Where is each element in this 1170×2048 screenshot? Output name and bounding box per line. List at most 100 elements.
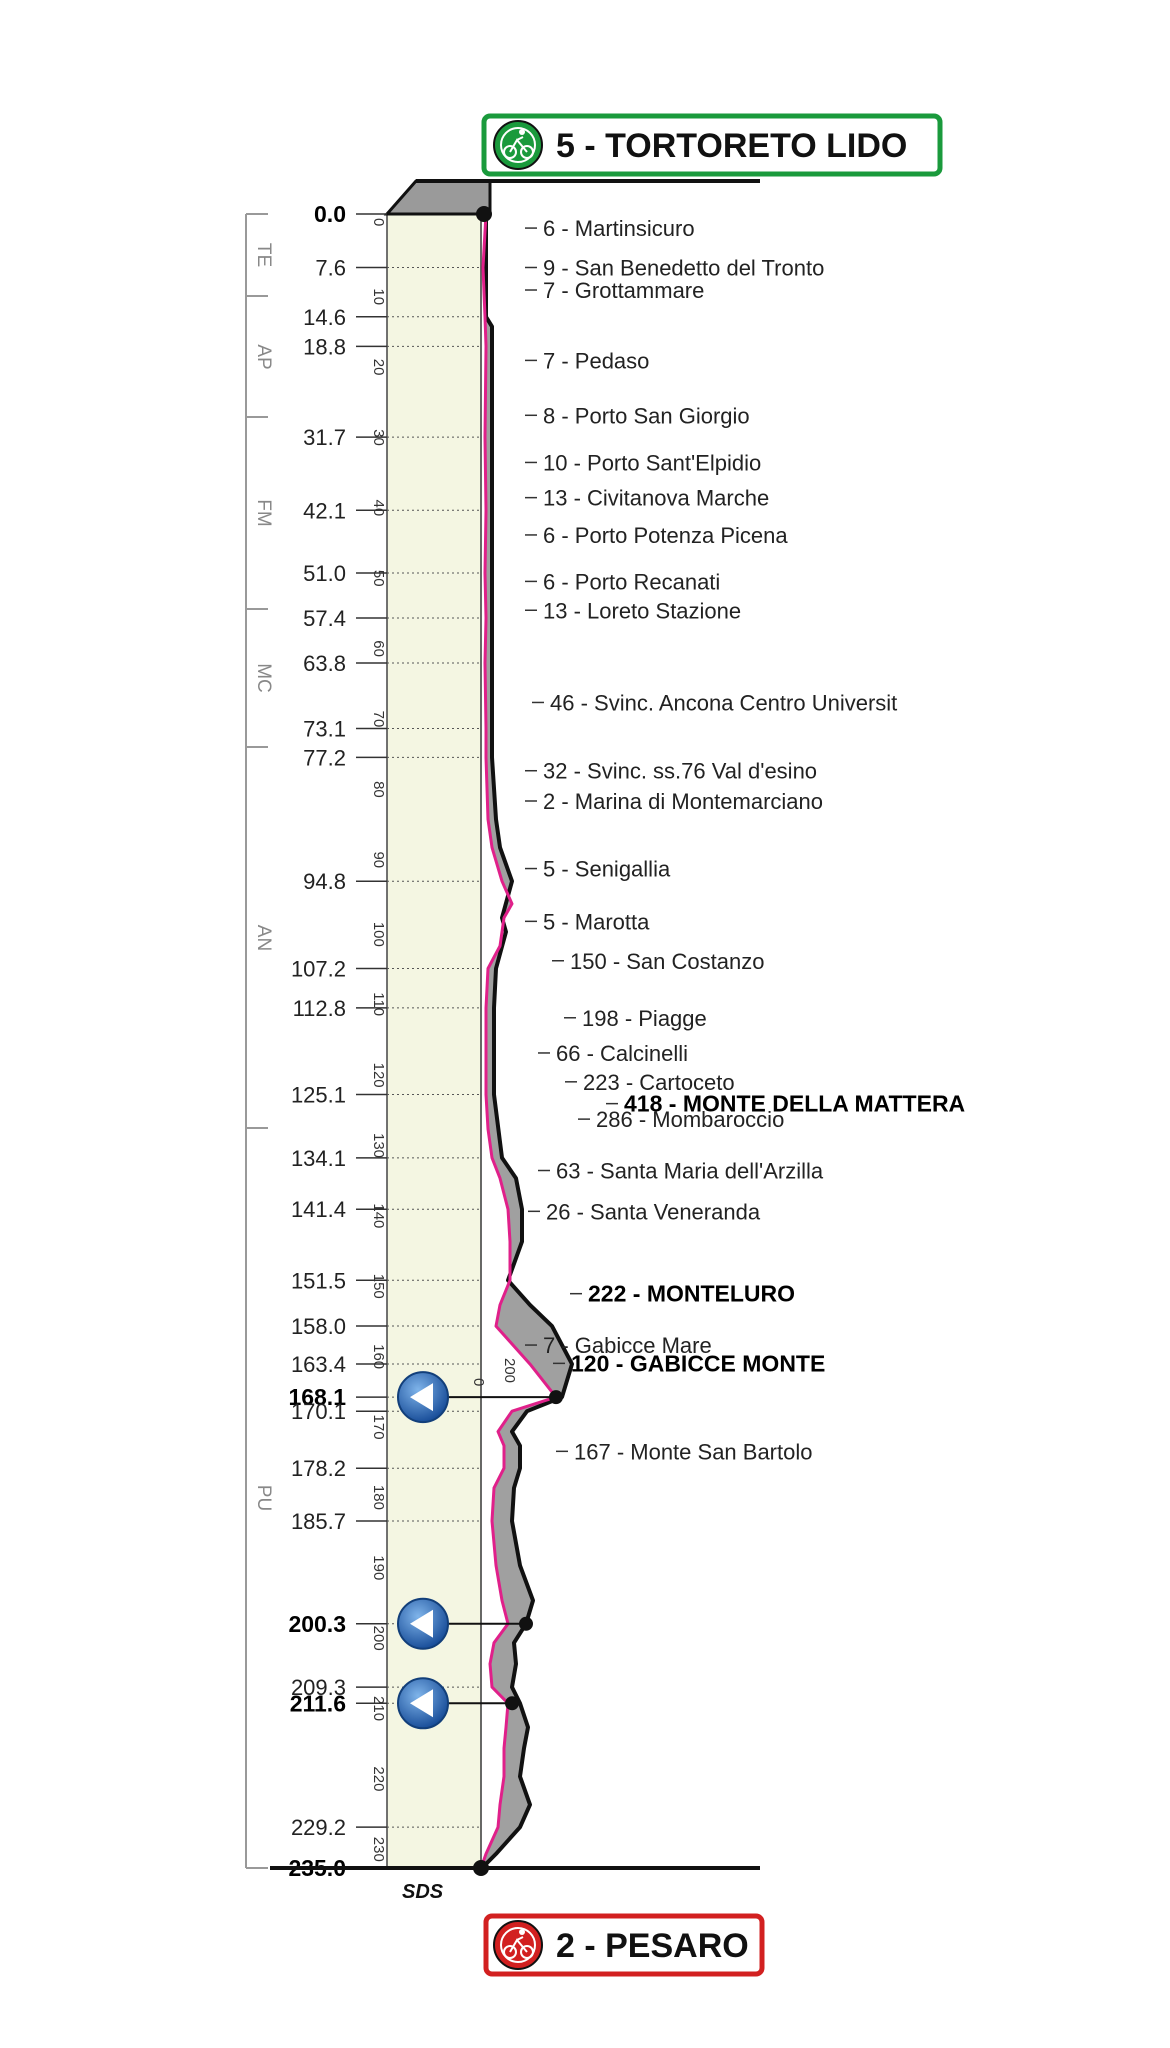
climb-marker-icon <box>397 1677 519 1730</box>
start-banner: 5 - TORTORETO LIDO <box>481 113 943 177</box>
climb-marker-icon <box>397 1597 533 1650</box>
credit-logo: SDS <box>402 1881 444 1903</box>
km-label: 200.3 <box>288 1611 346 1637</box>
km-label: 7.6 <box>315 255 346 280</box>
km-label: 107.2 <box>291 957 346 982</box>
start-point <box>476 206 492 222</box>
place-label: 223 - Cartoceto <box>583 1070 735 1095</box>
altitude-label-200: 200 <box>501 1358 518 1383</box>
distance-tick-label: 180 <box>370 1485 387 1510</box>
place-label: 7 - Gabicce Mare <box>543 1333 712 1358</box>
place-label: 8 - Porto San Giorgio <box>543 403 750 428</box>
distance-tick-label: 60 <box>370 640 387 657</box>
distance-tick-label: 110 <box>370 992 387 1016</box>
km-label: 229.2 <box>291 1815 346 1840</box>
km-label: 31.7 <box>303 425 346 450</box>
km-label: 151.5 <box>291 1268 346 1293</box>
distance-tick-label: 120 <box>370 1063 387 1088</box>
start-label: 5 - TORTORETO LIDO <box>556 127 907 165</box>
distance-tick-label: 80 <box>370 781 387 798</box>
place-label: 120 - GABICCE MONTE <box>571 1350 825 1376</box>
place-label: 13 - Loreto Stazione <box>543 598 741 623</box>
distance-tick-label: 140 <box>370 1203 387 1228</box>
province-label: PU <box>253 1485 274 1511</box>
place-label: 63 - Santa Maria dell'Arzilla <box>556 1159 824 1184</box>
place-label: 6 - Martinsicuro <box>543 216 695 241</box>
km-label: 178.2 <box>291 1456 346 1481</box>
km-label: 18.8 <box>303 334 346 359</box>
profile-top-edge <box>383 179 492 216</box>
altitude-label-0: 0 <box>470 1378 487 1386</box>
distance-tick-label: 210 <box>370 1696 387 1721</box>
km-label: 170.1 <box>291 1399 346 1424</box>
distance-tick-label: 50 <box>370 570 387 587</box>
place-label: 198 - Piagge <box>582 1006 707 1031</box>
place-label: 167 - Monte San Bartolo <box>574 1439 812 1464</box>
place-label: 66 - Calcinelli <box>556 1041 688 1066</box>
place-label: 150 - San Costanzo <box>570 949 764 974</box>
km-label: 163.4 <box>291 1352 346 1377</box>
place-label: 32 - Svinc. ss.76 Val d'esino <box>543 759 817 784</box>
distance-tick-label: 160 <box>370 1344 387 1369</box>
distance-tick-label: 130 <box>370 1133 387 1158</box>
km-label: 77.2 <box>303 745 346 770</box>
km-label: 211.6 <box>290 1690 346 1716</box>
place-label: 13 - Civitanova Marche <box>543 486 769 511</box>
finish-banner: 2 - PESARO <box>483 1913 765 1977</box>
distance-band <box>386 213 482 1869</box>
place-label: 26 - Santa Veneranda <box>546 1199 761 1224</box>
place-label: 7 - Grottammare <box>543 278 704 303</box>
place-label: 2 - Marina di Montemarciano <box>543 789 823 814</box>
place-label: 418 - MONTE DELLA MATTERA <box>624 1091 965 1117</box>
province-label: FM <box>253 499 274 526</box>
distance-tick-label: 200 <box>370 1626 387 1651</box>
km-label: 168.1 <box>288 1384 346 1410</box>
km-label: 51.0 <box>303 561 346 586</box>
km-label: 158.0 <box>291 1314 346 1339</box>
km-label: 14.6 <box>303 305 346 330</box>
km-label: 73.1 <box>303 716 346 741</box>
climb-marker-icon <box>397 1371 563 1424</box>
finish-label: 2 - PESARO <box>556 1927 749 1965</box>
place-label: 5 - Senigallia <box>543 857 671 882</box>
province-label: TE <box>253 243 274 267</box>
distance-tick-label: 190 <box>370 1555 387 1580</box>
place-label: 10 - Porto Sant'Elpidio <box>543 450 761 475</box>
km-label: 94.8 <box>303 869 346 894</box>
place-label: 9 - San Benedetto del Tronto <box>543 255 824 280</box>
place-label: 6 - Porto Recanati <box>543 569 720 594</box>
distance-tick-label: 90 <box>370 851 387 868</box>
km-label: 42.1 <box>303 498 346 523</box>
place-label: 6 - Porto Potenza Picena <box>543 523 788 548</box>
km-label: 134.1 <box>291 1146 346 1171</box>
place-label: 286 - Mombaroccio <box>596 1107 784 1132</box>
distance-tick-label: 100 <box>370 922 387 947</box>
distance-tick-label: 0 <box>370 218 387 226</box>
distance-tick-label: 20 <box>370 359 387 376</box>
province-bracket <box>245 213 268 1869</box>
distance-tick-label: 10 <box>370 288 387 305</box>
distance-tick-label: 220 <box>370 1766 387 1791</box>
distance-tick-label: 230 <box>370 1837 387 1862</box>
distance-tick-label: 170 <box>370 1415 387 1440</box>
place-label: 222 - MONTELURO <box>588 1281 795 1307</box>
km-label: 209.3 <box>291 1675 346 1700</box>
km-label: 185.7 <box>291 1509 346 1534</box>
distance-tick-label: 40 <box>370 500 387 517</box>
place-label: 46 - Svinc. Ancona Centro Universit <box>550 690 897 715</box>
km-label: 63.8 <box>303 651 346 676</box>
km-label: 125.1 <box>291 1082 346 1107</box>
place-label: 5 - Marotta <box>543 909 650 934</box>
province-label: AN <box>253 925 274 951</box>
km-label: 141.4 <box>291 1197 346 1222</box>
distance-tick-label: 70 <box>370 711 387 728</box>
place-label: 7 - Pedaso <box>543 348 649 373</box>
route-line <box>479 213 558 1869</box>
province-label: MC <box>253 663 274 693</box>
distance-tick-label: 150 <box>370 1274 387 1299</box>
km-label: 112.8 <box>293 996 346 1021</box>
km-label: 0.0 <box>314 201 346 227</box>
km-label: 57.4 <box>303 606 346 631</box>
province-label: AP <box>253 344 274 369</box>
